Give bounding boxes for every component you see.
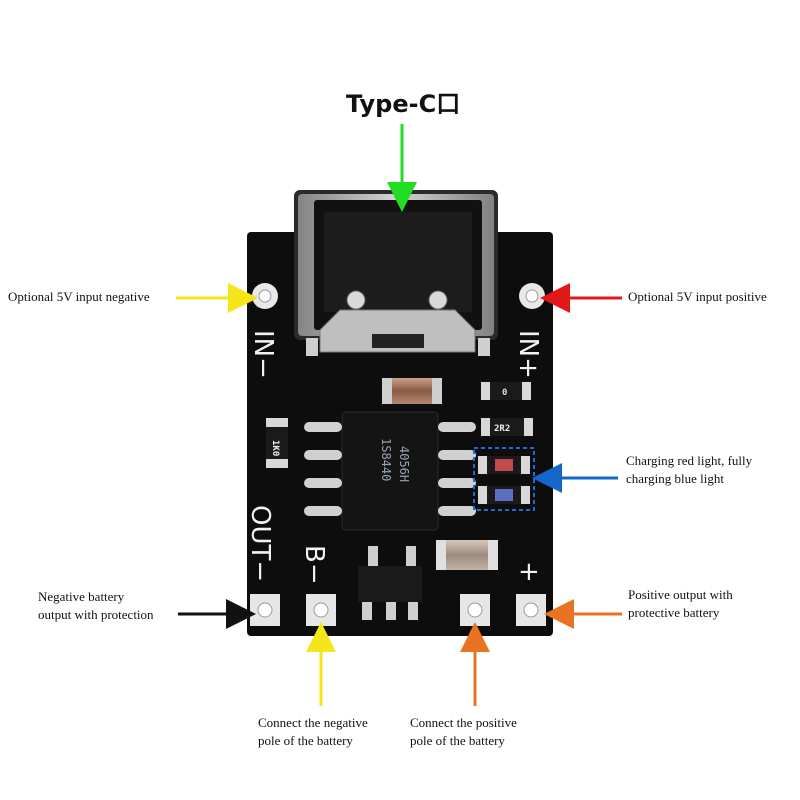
charger-ic: 4056H 1S8440	[304, 411, 476, 531]
resistor-1k0: 1K0	[266, 418, 288, 468]
silk-out-minus: OUT−	[245, 505, 275, 582]
silk-plus: +	[518, 557, 540, 587]
label-bat-neg: Connect the negative pole of the battery	[258, 715, 368, 748]
label-bat-pos: Connect the positive pole of the battery	[410, 715, 517, 748]
label-charging-light: Charging red light, fully charging blue …	[626, 453, 753, 486]
resistor-2r2: 2R2	[481, 418, 533, 436]
resistor-0: 0	[481, 382, 531, 400]
type-c-title: Type-C口	[346, 90, 461, 118]
capacitor-top	[382, 378, 442, 404]
silk-in-minus: IN−	[248, 330, 278, 379]
charging-leds	[473, 447, 535, 511]
label-pos-out: Positive output with protective battery	[628, 587, 733, 620]
silk-b-minus: B−	[299, 545, 329, 585]
label-in-negative: Optional 5V input negative	[8, 289, 150, 304]
svg-text:4056H: 4056H	[397, 446, 411, 482]
svg-text:1K0: 1K0	[270, 440, 280, 456]
capacitor-bottom	[436, 540, 498, 570]
usb-c-connector	[294, 190, 498, 356]
label-in-positive: Optional 5V input positive	[628, 289, 767, 304]
protection-mosfet	[358, 546, 422, 620]
svg-text:1S8440: 1S8440	[379, 438, 393, 481]
label-neg-out: Negative battery output with protection	[38, 589, 154, 622]
svg-text:2R2: 2R2	[494, 424, 510, 434]
svg-text:0: 0	[502, 388, 507, 398]
silk-in-plus: IN+	[513, 330, 543, 379]
bottom-pads	[250, 594, 546, 626]
